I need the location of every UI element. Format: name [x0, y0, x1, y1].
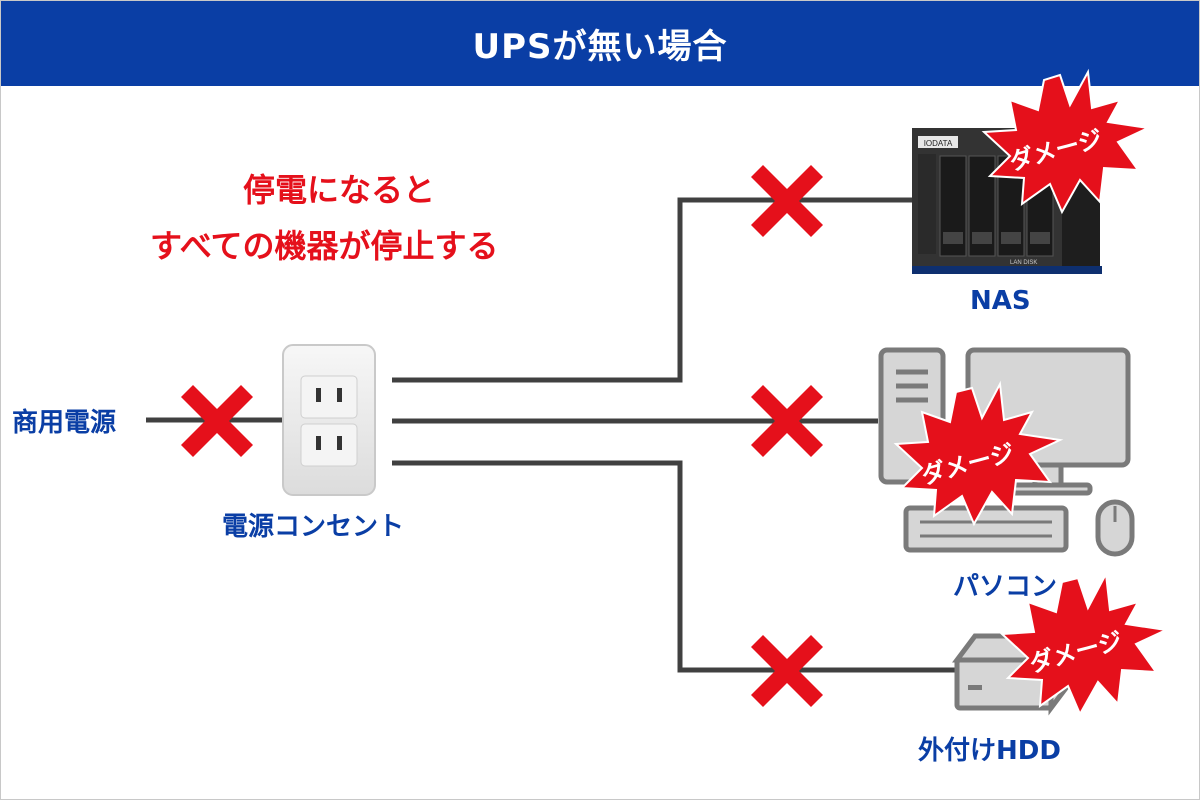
damage-burst-pc: ダメージ	[893, 380, 1064, 527]
label-pc: パソコン	[953, 572, 1058, 602]
power-lines	[146, 197, 955, 673]
damage-burst-hdd: ダメージ	[999, 570, 1170, 717]
cross-pc-icon	[750, 384, 824, 458]
warning-line-2: すべての機器が停止する	[150, 227, 499, 265]
label-nas: NAS	[970, 286, 1031, 316]
damage-burst-nas: ダメージ	[981, 68, 1152, 215]
cross-marks	[180, 164, 824, 708]
warning-line-1: 停電になると	[243, 171, 436, 209]
label-outlet: 電源コンセント	[222, 512, 405, 542]
header-bar: UPSが無い場合	[1, 1, 1199, 86]
cross-hdd-icon	[750, 634, 824, 708]
pc-keyboard	[903, 505, 1069, 553]
line-to-nas	[392, 197, 912, 383]
pc-mouse	[1095, 499, 1135, 557]
label-commercial-power: 商用電源	[12, 408, 117, 438]
nas-brand: IODATA	[924, 139, 953, 148]
line-to-hdd	[392, 460, 955, 673]
header-title: UPSが無い場合	[472, 27, 728, 67]
wall-outlet	[282, 344, 376, 496]
label-hdd: 外付けHDD	[918, 736, 1061, 766]
cross-source-icon	[180, 384, 254, 458]
cross-nas-icon	[750, 164, 824, 238]
nas-model: LAN DISK	[1010, 260, 1037, 266]
outage-warning: 停電になると すべての機器が停止する	[150, 162, 570, 274]
